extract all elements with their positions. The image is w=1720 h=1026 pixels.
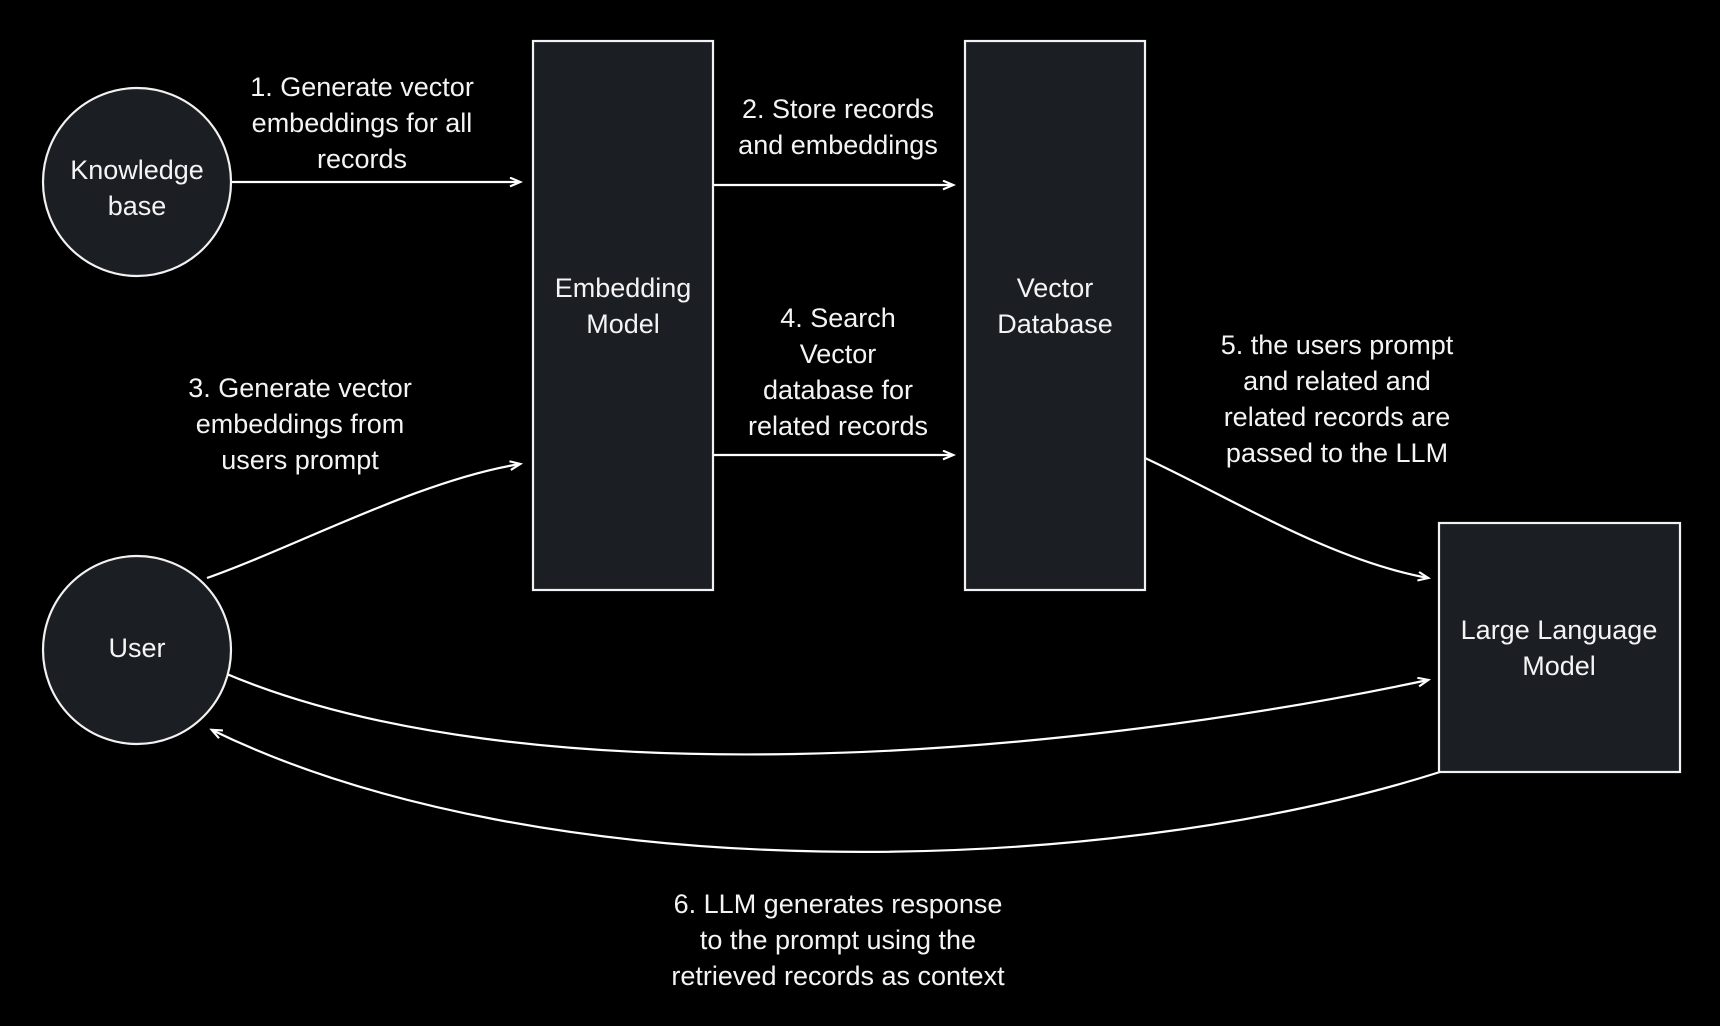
edge-step2-label-line2: and embeddings — [738, 130, 938, 160]
knowledge-base-circle[interactable] — [41, 86, 233, 278]
edge-step2-label-line1: 2. Store records — [742, 94, 934, 124]
edge-step5: 5. the users prompt and related and rela… — [1144, 330, 1454, 578]
edge-step4-label-line1: 4. Search — [780, 303, 896, 333]
edge-step4-label-line3: database for — [763, 375, 913, 405]
edge-step3: 3. Generate vector embeddings from users… — [188, 373, 520, 580]
embedding-model-rect[interactable] — [531, 39, 715, 592]
user-circle[interactable] — [41, 554, 233, 746]
large-language-model-label-line2: Model — [1522, 651, 1596, 681]
embedding-model-label-line2: Model — [586, 309, 660, 339]
edge-step4-label-line2: Vector — [800, 339, 877, 369]
edge-step3-label-line2: embeddings from — [196, 409, 405, 439]
edge-step5-line — [1144, 457, 1428, 578]
vector-database-label-line1: Vector — [1017, 273, 1094, 303]
edge-step5-label-line2: and related and — [1243, 366, 1431, 396]
node-embedding-model[interactable]: Embedding Model — [531, 39, 715, 592]
edge-user-to-llm-line — [221, 670, 1428, 756]
knowledge-base-label-line1: Knowledge — [70, 155, 204, 185]
edge-step4: 4. Search Vector database for related re… — [713, 303, 953, 455]
edge-step3-label-line1: 3. Generate vector — [188, 373, 412, 403]
large-language-model-label-line1: Large Language — [1461, 615, 1658, 645]
edge-step4-label-line4: related records — [748, 411, 928, 441]
edge-step6-label-line1: 6. LLM generates response — [674, 889, 1003, 919]
embedding-model-label-line1: Embedding — [555, 273, 692, 303]
edge-step6: 6. LLM generates response to the prompt … — [212, 730, 1441, 991]
edge-step1-label-line1: 1. Generate vector — [250, 72, 474, 102]
node-knowledge-base[interactable]: Knowledge base — [41, 86, 233, 278]
edge-step6-label-line3: retrieved records as context — [671, 961, 1005, 991]
edge-step1: 1. Generate vector embeddings for all re… — [231, 72, 520, 182]
node-vector-database[interactable]: Vector Database — [963, 39, 1147, 592]
edge-step5-label-line4: passed to the LLM — [1226, 438, 1448, 468]
edge-step6-line — [212, 730, 1441, 853]
edge-step1-label-line3: records — [317, 144, 407, 174]
edge-step6-label-line2: to the prompt using the — [700, 925, 976, 955]
vector-database-label-line2: Database — [997, 309, 1113, 339]
vector-database-rect[interactable] — [963, 39, 1147, 592]
node-user[interactable]: User — [41, 554, 233, 746]
edge-step3-line — [206, 464, 520, 580]
edge-user-to-llm — [221, 670, 1428, 756]
edge-step5-label-line3: related records are — [1224, 402, 1451, 432]
knowledge-base-label-line2: base — [108, 191, 167, 221]
edge-step3-label-line3: users prompt — [221, 445, 379, 475]
edge-step5-label-line1: 5. the users prompt — [1221, 330, 1454, 360]
edge-step2: 2. Store records and embeddings — [713, 94, 953, 185]
edge-step1-label-line2: embeddings for all — [252, 108, 473, 138]
large-language-model-rect[interactable] — [1437, 521, 1682, 774]
node-large-language-model[interactable]: Large Language Model — [1437, 521, 1682, 774]
user-label: User — [108, 633, 165, 663]
